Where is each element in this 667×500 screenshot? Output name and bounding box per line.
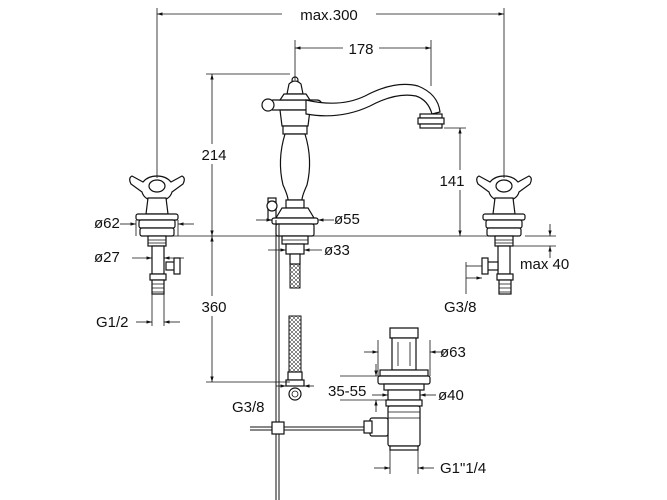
valve-outlet-thread-label: G3/8 <box>444 299 477 316</box>
spout-shank-diameter-label: ø33 <box>324 242 350 259</box>
drain-clamp-range-label: 35-55 <box>328 383 366 400</box>
dimension-lines: max.300 178 214 141 ø62 ø27 G1/2 <box>94 2 569 477</box>
spout-height-label: 214 <box>201 147 226 164</box>
handle-base-diameter-label: ø62 <box>94 215 120 232</box>
spout-reach-label: 178 <box>348 41 373 58</box>
handle-thread-label: G1/2 <box>96 314 129 331</box>
spout-arm <box>305 83 441 117</box>
right-handle-valve <box>476 175 532 295</box>
braided-hose-upper <box>289 263 301 289</box>
braided-hose-lower <box>288 315 302 373</box>
hose-length-label: 360 <box>201 299 226 316</box>
hose-thread-label: G3/8 <box>232 399 265 416</box>
deck-thickness-label: max 40 <box>520 256 569 273</box>
spout-clearance-label: 141 <box>439 173 464 190</box>
drain-flange-diameter-label: ø63 <box>440 344 466 361</box>
popup-drain <box>250 220 431 500</box>
spout-base-diameter-label: ø55 <box>334 211 360 228</box>
drain-outlet-thread-label: G1"1/4 <box>440 460 486 477</box>
drain-body-diameter-label: ø40 <box>438 387 464 404</box>
handle-shank-diameter-label: ø27 <box>94 249 120 266</box>
overall-width-label: max.300 <box>300 7 358 24</box>
left-handle-valve <box>129 175 185 295</box>
spout-body <box>261 76 445 401</box>
